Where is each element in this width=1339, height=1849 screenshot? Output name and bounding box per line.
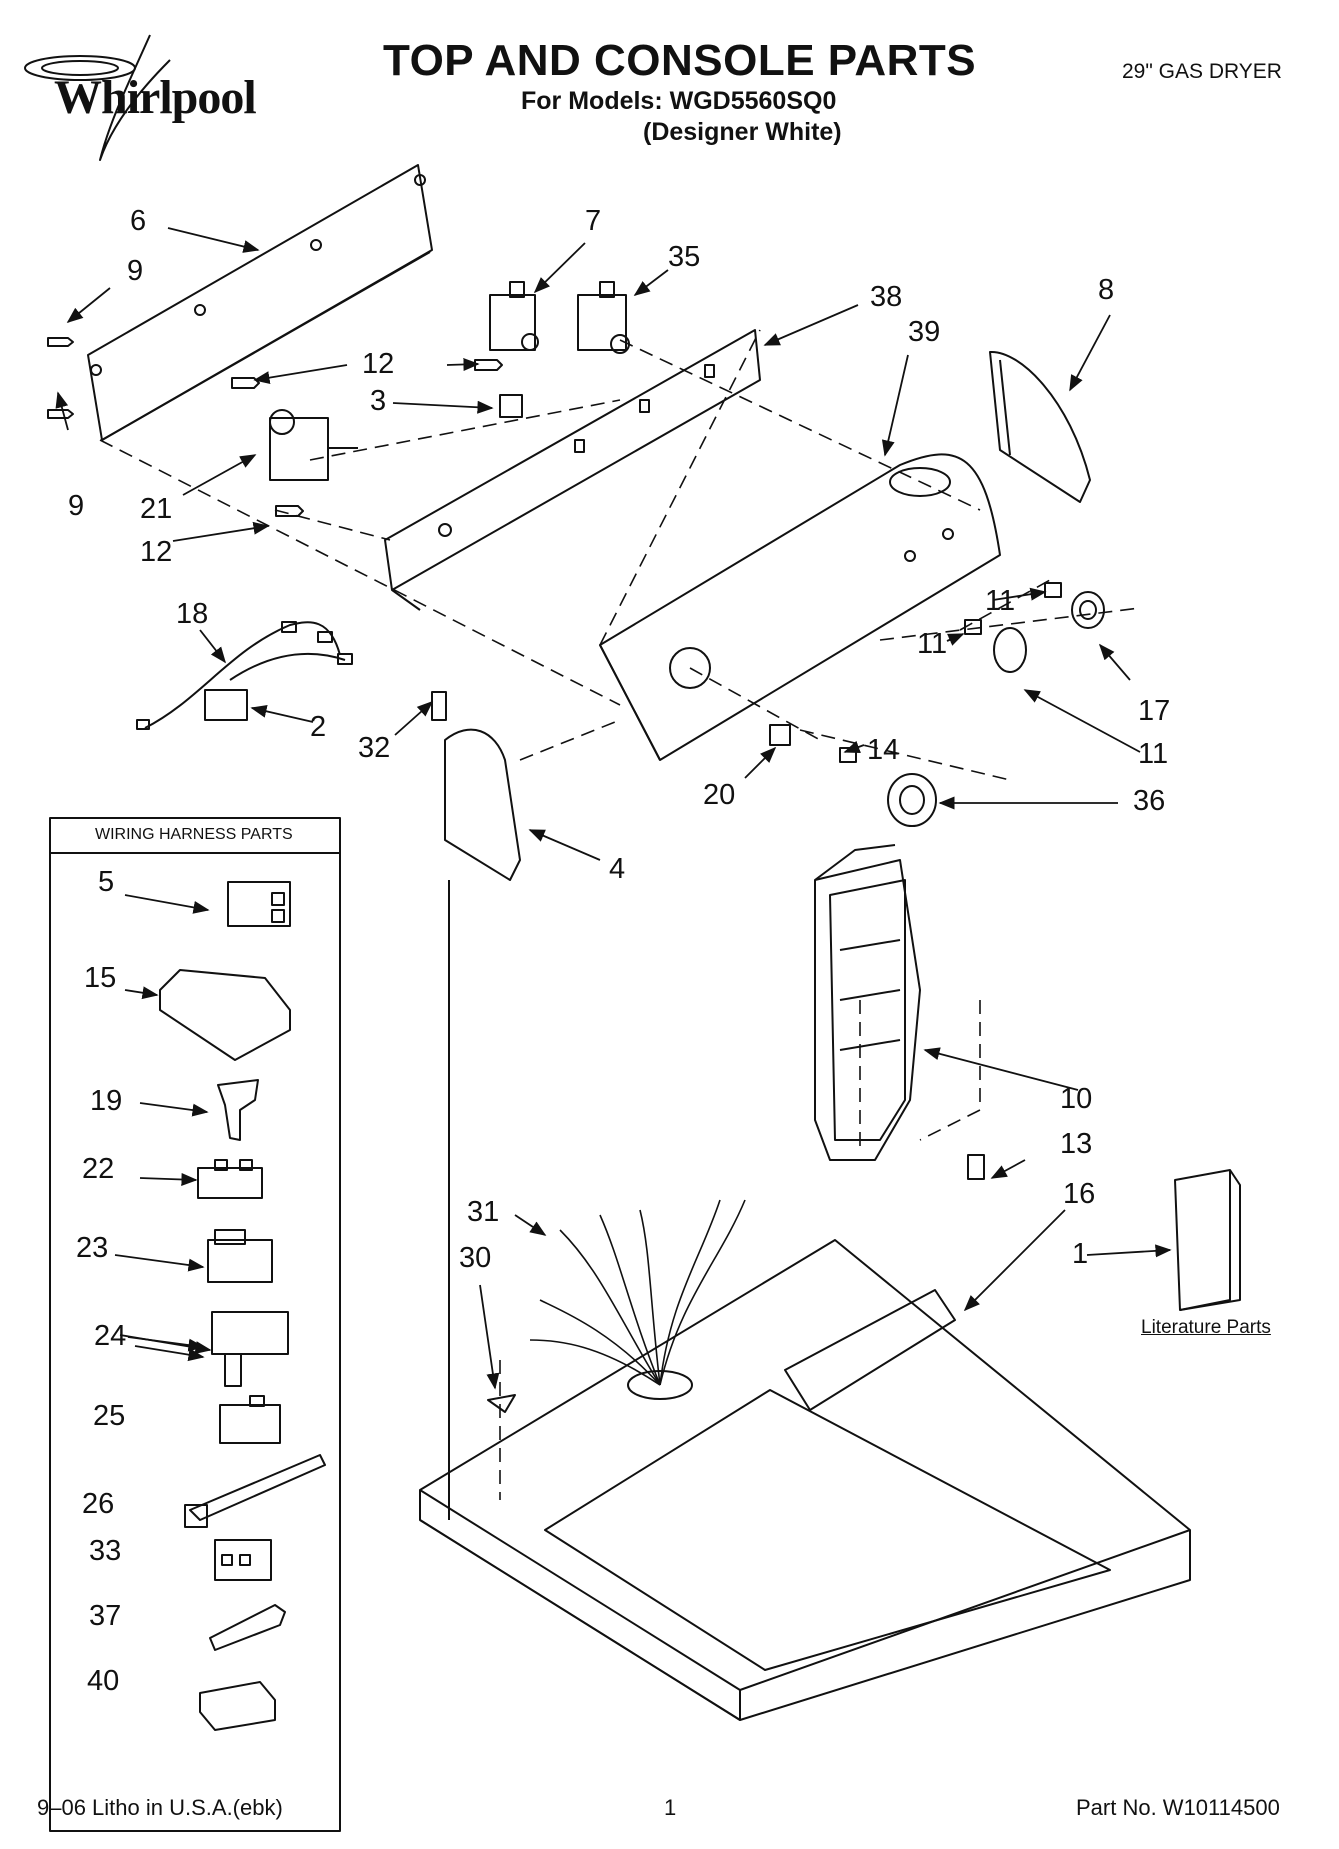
part-10-lint-screen	[814, 844, 921, 1161]
part-1-literature-booklet	[1174, 1169, 1241, 1311]
callout-26: 26	[82, 1488, 115, 1520]
part-23-connector	[207, 1229, 273, 1283]
footer-part-number: Part No. W10114500	[1076, 1795, 1280, 1820]
part-22-connector	[197, 1159, 263, 1199]
part-31-wiring-bundle	[529, 1199, 746, 1386]
callout-11-c: 14	[867, 734, 900, 766]
callout-40: 40	[87, 1665, 120, 1697]
literature-parts-label: Literature Parts	[1141, 1317, 1271, 1338]
part-7-switch	[489, 281, 539, 351]
part-8-end-cap	[989, 350, 1091, 503]
part-25-connector	[219, 1395, 281, 1444]
part-4-end-cap	[444, 728, 521, 881]
callout-12-upper: 12	[362, 348, 395, 380]
part-3-clip	[499, 394, 523, 418]
footer-litho: 9–06 Litho in U.S.A.(ebk)	[37, 1795, 283, 1820]
models-line: For Models: WGD5560SQ0	[521, 87, 837, 115]
callout-19: 19	[90, 1085, 123, 1117]
callout-12-lower: 12	[140, 536, 173, 568]
legend-part-shapes	[159, 881, 326, 1731]
callout-9-upper: 9	[127, 255, 144, 287]
part-20-screw	[431, 691, 447, 721]
part-24-connector	[211, 1311, 289, 1387]
part-13-screw	[967, 1154, 985, 1180]
callout-11-b: 11	[917, 628, 948, 660]
callout-37: 37	[89, 1600, 122, 1632]
part-12-screws	[231, 359, 503, 517]
callout-23: 23	[76, 1232, 109, 1264]
part-39-console	[599, 453, 1001, 761]
callout-20: 32	[358, 732, 391, 764]
callout-18: 11	[1138, 738, 1169, 770]
callout-14: 20	[703, 779, 736, 811]
part-38-console-bracket	[384, 329, 761, 611]
callout-22: 22	[82, 1153, 115, 1185]
callout-13: 13	[1060, 1128, 1093, 1160]
callout-36: 36	[1133, 785, 1166, 817]
whirlpool-logo-swirl	[24, 34, 171, 161]
leader-arrows	[55, 227, 1172, 1390]
part-36-knob	[887, 773, 937, 827]
callout-21: 21	[140, 493, 173, 525]
part-14-shaft	[769, 724, 791, 746]
part-5-connector	[227, 881, 291, 927]
callout-11-a: 11	[985, 585, 1016, 617]
part-17-knob	[1071, 591, 1105, 629]
part-15-connector	[159, 969, 291, 1061]
callout-31: 31	[467, 1196, 500, 1228]
color-line: (Designer White)	[643, 118, 842, 146]
footer-page-number: 1	[664, 1795, 677, 1820]
callout-38: 38	[870, 281, 903, 313]
wiring-harness-legend-box	[49, 817, 341, 1832]
part-6-rear-plate	[87, 164, 433, 441]
callout-5: 5	[98, 866, 115, 898]
part-2-wire-harness	[136, 621, 353, 730]
part-21-timer	[269, 409, 358, 481]
part-32-connector	[204, 689, 248, 721]
callout-33: 33	[89, 1535, 122, 1567]
callout-6: 6	[130, 205, 147, 237]
callout-16: 16	[1063, 1178, 1096, 1210]
callout-9-lower: 9	[68, 490, 85, 522]
part-19-clip	[217, 1079, 259, 1141]
part-30-clip	[487, 1394, 516, 1413]
page-title: TOP AND CONSOLE PARTS	[383, 36, 977, 85]
callout-30: 30	[459, 1242, 492, 1274]
brand-logo-text: Whirlpool	[54, 71, 257, 124]
part-9-screws	[47, 337, 74, 419]
callout-3: 3	[370, 385, 387, 417]
callout-35: 35	[668, 241, 701, 273]
part-16-top-panel	[419, 1239, 1191, 1721]
product-type: 29" GAS DRYER	[1122, 60, 1282, 83]
dashed-assembly-lines	[99, 329, 1141, 1500]
callout-17: 17	[1138, 695, 1171, 727]
callout-32: 2	[310, 711, 327, 743]
callout-15: 15	[84, 962, 117, 994]
callout-7: 7	[585, 205, 602, 237]
callout-10: 10	[1060, 1083, 1093, 1115]
callout-4: 4	[609, 853, 626, 885]
part-37-terminal	[209, 1604, 286, 1651]
callout-2: 18	[176, 598, 209, 630]
callout-39: 39	[908, 316, 941, 348]
legend-title: WIRING HARNESS PARTS	[95, 826, 293, 843]
part-26-cable-tie	[184, 1454, 326, 1528]
part-35-switch	[577, 281, 630, 354]
callout-24: 24	[94, 1320, 127, 1352]
part-33-connector	[214, 1539, 272, 1581]
part-18-knob	[993, 627, 1027, 673]
callout-8: 8	[1098, 274, 1115, 306]
part-40-connector	[199, 1681, 276, 1731]
callout-1: 1	[1072, 1238, 1089, 1270]
callout-25: 25	[93, 1400, 126, 1432]
